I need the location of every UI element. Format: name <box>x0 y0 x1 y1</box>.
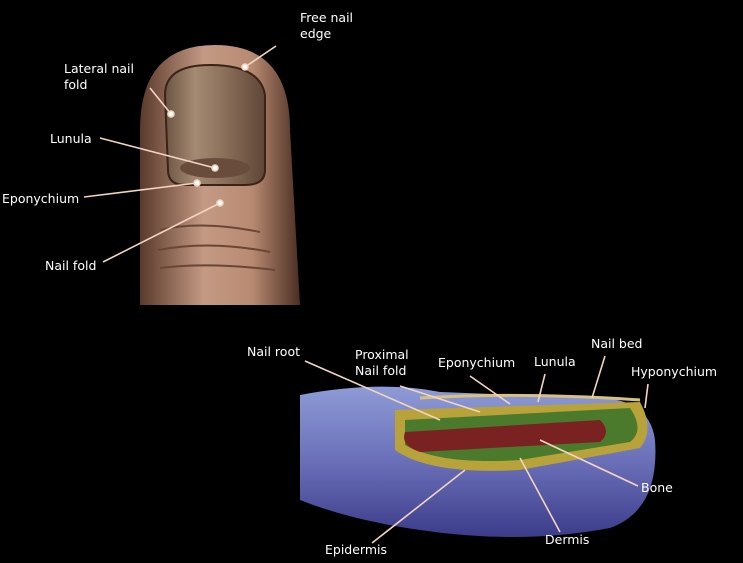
label-epidermis: Epidermis <box>325 542 388 557</box>
label-lateral-nail-fold: Lateral nail fold <box>64 61 134 93</box>
label-line: Nail fold <box>355 363 407 378</box>
label-proximal-nail-fold: Proximal Nail fold <box>355 347 409 379</box>
label-line: edge <box>300 26 332 41</box>
label-bone: Bone <box>641 480 673 495</box>
label-free-nail-edge: Free nail edge <box>300 10 353 42</box>
label-lunula-top: Lunula <box>50 131 92 146</box>
label-line: Lateral nail <box>64 61 134 76</box>
label-nail-root: Nail root <box>247 344 300 359</box>
label-hyponychium: Hyponychium <box>631 364 718 379</box>
label-dermis: Dermis <box>545 532 590 547</box>
label-line: Proximal <box>355 347 409 362</box>
label-nail-fold: Nail fold <box>45 258 97 273</box>
label-eponychium-bottom: Eponychium <box>438 355 516 370</box>
label-lunula-bottom: Lunula <box>534 354 576 369</box>
label-line: Free nail <box>300 10 354 25</box>
label-nail-bed: Nail bed <box>591 336 643 351</box>
finger-cross-section-illustration <box>300 386 656 538</box>
label-eponychium-top: Eponychium <box>2 191 80 206</box>
leader-lines <box>83 45 649 544</box>
label-line: fold <box>64 77 88 92</box>
fingertip-illustration <box>140 45 300 305</box>
